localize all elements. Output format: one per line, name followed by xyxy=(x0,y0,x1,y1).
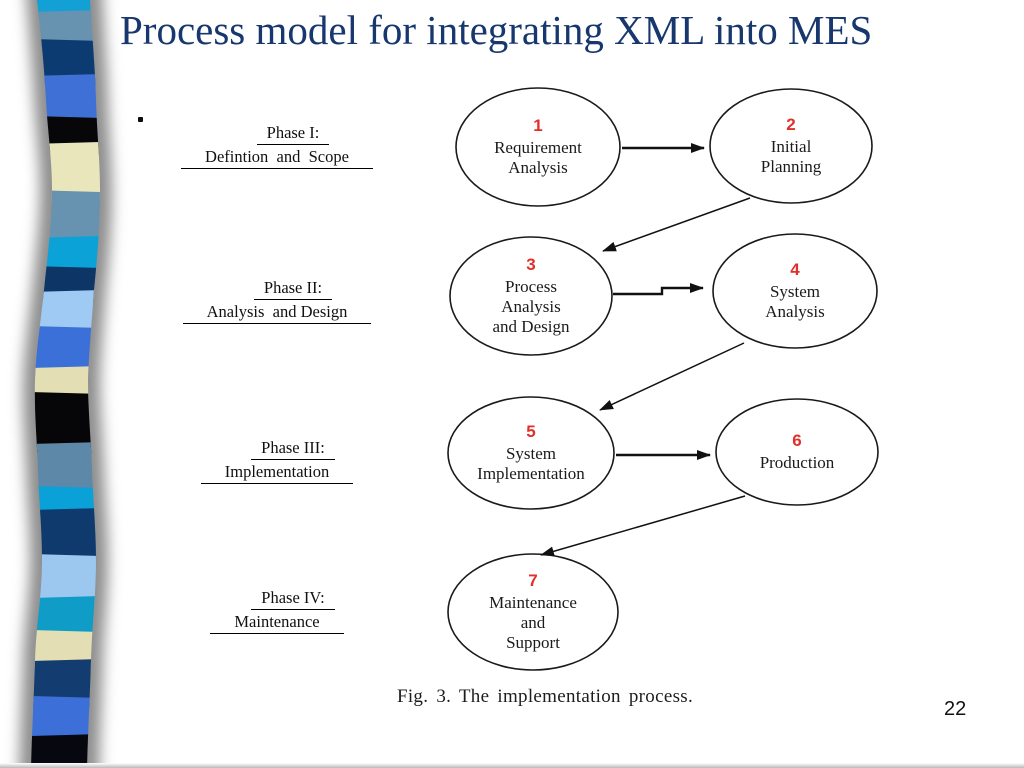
phase-1-subtitle: Defintion and Scope xyxy=(181,145,373,169)
page-number: 22 xyxy=(944,698,967,720)
flow-arrow-2-to-3 xyxy=(602,197,751,252)
phase-1-title: Phase I: xyxy=(256,122,330,145)
process-node-ellipse-3 xyxy=(449,236,613,356)
phase-2-title: Phase II: xyxy=(253,277,333,300)
slide-bottom-edge xyxy=(0,763,1024,768)
flow-arrow-4-to-5 xyxy=(599,342,745,411)
phase-3-title: Phase III: xyxy=(251,437,335,460)
flow-arrow-3-to-4 xyxy=(613,283,704,296)
bullet-dot-icon xyxy=(138,117,143,122)
process-node-ellipse-4 xyxy=(712,233,878,349)
phase-2-subtitle: Analysis and Design xyxy=(182,300,372,324)
process-node-ellipse-2 xyxy=(709,88,873,204)
slide-title: Process model for integrating XML into M… xyxy=(120,7,873,53)
phase-label-2: Phase II: Analysis and Design xyxy=(143,277,411,324)
phase-label-1: Phase I: Defintion and Scope xyxy=(143,122,411,169)
phase-3-subtitle: Implementation xyxy=(200,460,354,484)
process-node-ellipse-6 xyxy=(715,398,879,506)
process-node-ellipse-7 xyxy=(447,553,619,671)
phase-4-subtitle: Maintenance xyxy=(210,610,344,634)
phase-4-title: Phase IV: xyxy=(251,587,335,610)
phase-label-4: Phase IV: Maintenance xyxy=(143,587,411,634)
phase-label-3: Phase III: Implementation xyxy=(143,437,411,484)
figure-caption: Fig. 3. The implementation process. xyxy=(396,686,694,707)
process-node-ellipse-5 xyxy=(447,396,615,510)
process-node-ellipse-1 xyxy=(455,87,621,207)
flow-arrow-6-to-7 xyxy=(540,495,746,557)
